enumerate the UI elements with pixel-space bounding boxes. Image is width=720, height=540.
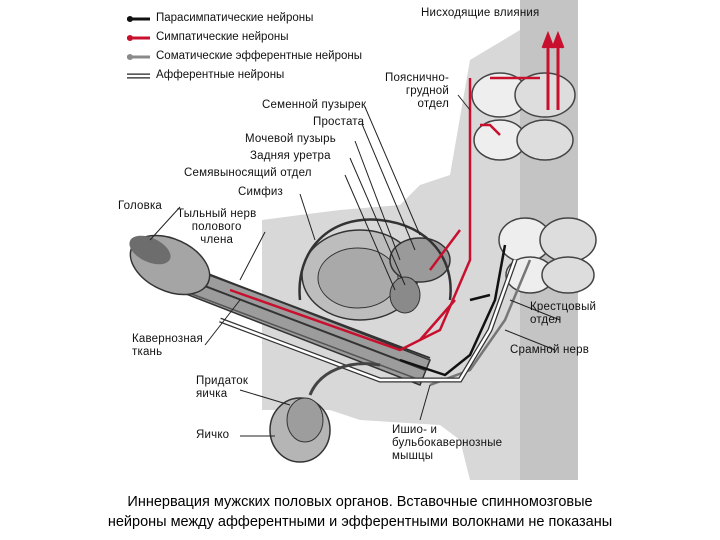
afferent-nerves-core [219, 259, 517, 382]
symphysis-outline [298, 218, 452, 301]
label-prostate: Простата [313, 116, 365, 128]
prostate-and-seminal-vesicle [389, 237, 451, 314]
label-vas-deferens: Семявыносящий отдел [184, 167, 312, 179]
penis [149, 254, 431, 386]
legend-parasympathetic: Парасимпатические нейроны [156, 12, 314, 24]
label-epididymis: Придаток яичка [196, 375, 249, 400]
label-sacral: Крестцовый отдел [530, 301, 597, 326]
label-lumbar: Пояснично- грудной отдел [385, 72, 449, 110]
innervation-diagram [127, 0, 597, 480]
label-dorsal-nerve: Тыльный нерв полового члена [177, 208, 257, 246]
spermatic-cord [308, 362, 381, 396]
label-glans: Головка [118, 200, 163, 212]
testis [269, 397, 331, 463]
label-testis: Яичко [196, 429, 230, 441]
label-posterior-urethra: Задняя уретра [250, 150, 331, 162]
label-bladder: Мочевой пузырь [245, 133, 336, 145]
descending-arrows [541, 30, 565, 110]
sacral-spinal-segment [498, 217, 597, 294]
label-muscles: Ишио- и бульбокавернозные мышцы [392, 424, 503, 462]
lumbar-spinal-segment [471, 72, 576, 161]
label-symphysis: Симфиз [238, 186, 283, 198]
sympathetic-nerves [229, 76, 540, 352]
legend-swatches [127, 16, 150, 79]
label-seminal-vesicle: Семенной пузырек [262, 99, 367, 111]
glans [129, 234, 211, 296]
legend-sympathetic: Симпатические нейроны [156, 31, 289, 43]
label-cavernous: Кавернозная ткань [132, 333, 203, 358]
label-descending: Нисходящие влияния [421, 7, 540, 19]
figure-caption: Иннервация мужских половых органов. Вста… [107, 494, 613, 530]
legend-somatic: Соматические эфферентные нейроны [156, 50, 363, 62]
label-pudendal: Срамной нерв [510, 344, 590, 356]
parasympathetic-nerves [399, 244, 507, 377]
legend-afferent: Афферентные нейроны [156, 69, 285, 81]
leader-lines [149, 94, 561, 437]
